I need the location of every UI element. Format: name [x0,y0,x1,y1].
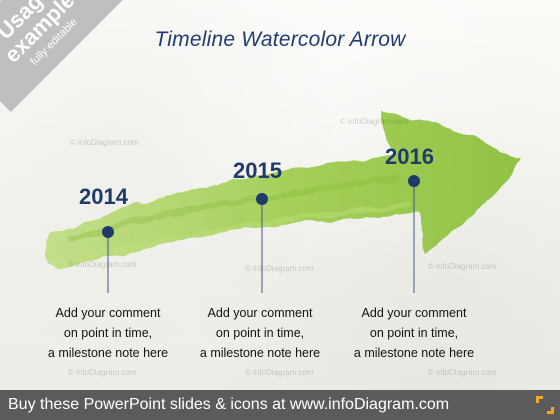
watermark: © infoDiagram.com [428,368,497,377]
comment-line: on point in time, [215,326,305,340]
comment-line: Add your comment [55,306,161,320]
comment-line: a milestone note here [353,346,475,360]
milestone-year-2014: 2014 [79,184,128,209]
comment-line: a milestone note here [47,346,169,360]
watermark: © infoDiagram.com [68,260,137,269]
milestone-comment-2015: Add your comment on point in time, a mil… [185,303,335,363]
milestone-comment-2016: Add your comment on point in time, a mil… [339,303,489,363]
watermark: © infoDiagram.com [245,264,314,273]
comment-line: on point in time, [369,326,459,340]
timeline-markers [102,175,420,293]
watermark: © infoDiagram.com [428,262,497,271]
footer-banner[interactable]: Buy these PowerPoint slides & icons at w… [0,390,560,420]
watermark: © infoDiagram.com [245,368,314,377]
milestone-dot-2016 [408,175,420,187]
watermark: © infoDiagram.com [70,138,139,147]
comment-line: Add your comment [361,306,467,320]
watermark: © infoDiagram.com [340,117,409,126]
watermark: © infoDiagram.com [68,368,137,377]
comment-line: Add your comment [207,306,313,320]
footer-link-text[interactable]: Buy these PowerPoint slides & icons at w… [8,396,450,413]
milestone-comment-2014: Add your comment on point in time, a mil… [33,303,183,363]
infodiagram-logo-icon [536,396,554,414]
comment-line: a milestone note here [199,346,321,360]
comment-line: on point in time, [63,326,153,340]
milestone-year-2016: 2016 [385,144,434,169]
milestone-dot-2015 [256,193,268,205]
milestone-dot-2014 [102,226,114,238]
milestone-year-2015: 2015 [233,158,282,183]
slide-title: Timeline Watercolor Arrow [154,28,406,51]
